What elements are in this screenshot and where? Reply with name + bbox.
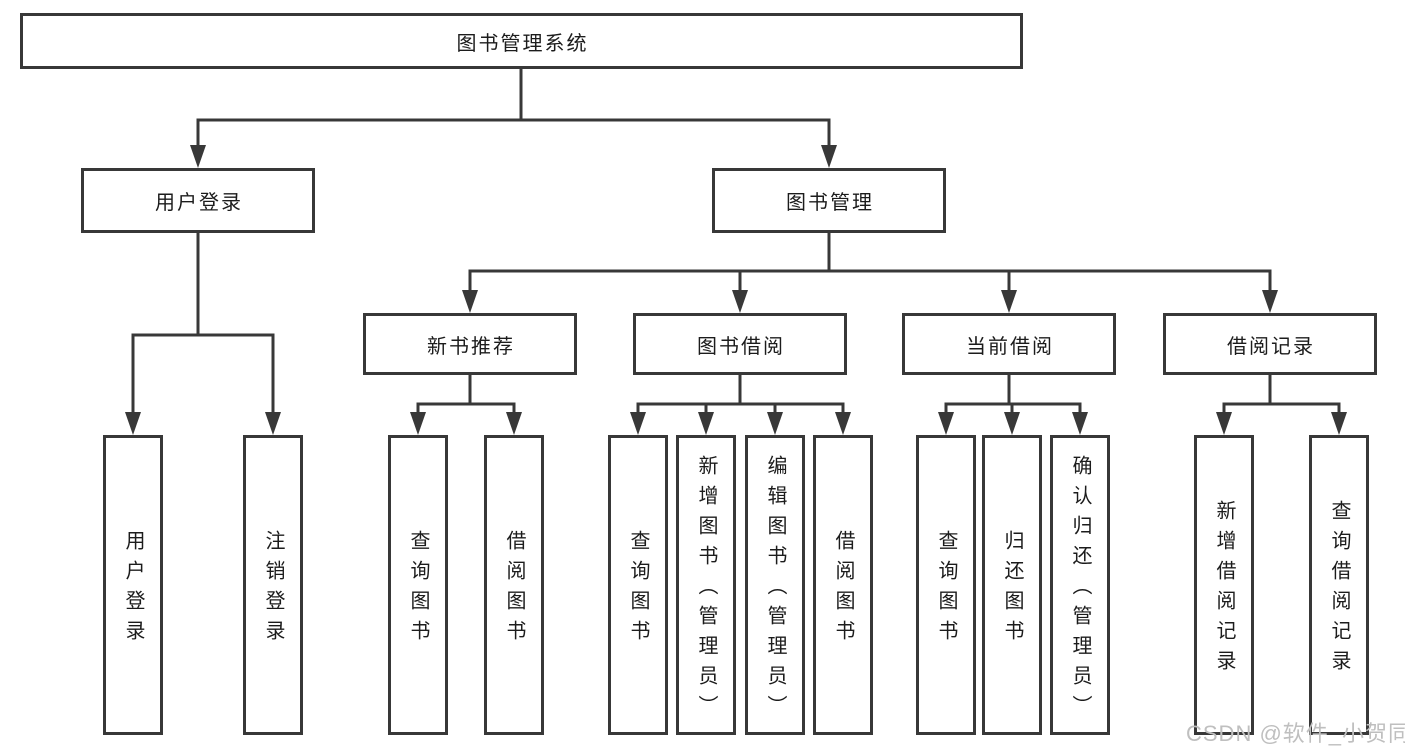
node-root: 图书管理系统 (20, 13, 1023, 69)
node-new-book-recommendation: 新书推荐 (363, 313, 577, 375)
leaf-bb-query-books-label: 查询图书 (627, 530, 649, 650)
leaf-nb-borrow-books-label: 借阅图书 (503, 530, 525, 650)
leaf-cb-return-books-label: 归还图书 (1001, 530, 1023, 650)
leaf-cb-confirm-return-admin-label: 确认归还（管理员） (1069, 455, 1091, 725)
leaf-user-login: 用户登录 (103, 435, 163, 735)
leaf-nb-borrow-books: 借阅图书 (484, 435, 544, 735)
leaf-bb-add-books-admin: 新增图书（管理员） (676, 435, 736, 735)
connector-book-borrowing (630, 375, 851, 435)
leaf-bb-borrow-books: 借阅图书 (813, 435, 873, 735)
node-user-login: 用户登录 (81, 168, 315, 233)
node-root-label: 图书管理系统 (456, 32, 589, 55)
node-current-borrowing-label: 当前借阅 (966, 335, 1054, 358)
connector-user-login (125, 233, 281, 435)
leaf-br-query-record: 查询借阅记录 (1309, 435, 1369, 735)
node-user-login-label: 用户登录 (155, 192, 243, 214)
node-book-borrowing: 图书借阅 (633, 313, 847, 375)
leaf-nb-query-books: 查询图书 (388, 435, 448, 735)
leaf-logout: 注销登录 (243, 435, 303, 735)
leaf-bb-add-books-admin-label: 新增图书（管理员） (695, 455, 717, 725)
node-book-management: 图书管理 (712, 168, 946, 233)
connector-new-book-recommendation (410, 375, 522, 435)
leaf-nb-query-books-label: 查询图书 (407, 530, 429, 650)
leaf-br-add-record-label: 新增借阅记录 (1213, 500, 1235, 680)
connector-root (190, 69, 837, 168)
node-borrowing-records-label: 借阅记录 (1227, 335, 1315, 358)
leaf-bb-edit-books-admin: 编辑图书（管理员） (745, 435, 805, 735)
leaf-bb-query-books: 查询图书 (608, 435, 668, 735)
connector-borrowing-records (1216, 375, 1347, 435)
csdn-watermark: CSDN @软件_小贺同学 (1186, 721, 1405, 746)
leaf-cb-return-books: 归还图书 (982, 435, 1042, 735)
leaf-br-query-record-label: 查询借阅记录 (1328, 500, 1350, 680)
leaf-cb-confirm-return-admin: 确认归还（管理员） (1050, 435, 1110, 735)
node-borrowing-records: 借阅记录 (1163, 313, 1377, 375)
leaf-bb-edit-books-admin-label: 编辑图书（管理员） (764, 455, 786, 725)
connector-book-management (462, 233, 1278, 313)
connector-current-borrowing (938, 375, 1088, 435)
leaf-cb-query-books: 查询图书 (916, 435, 976, 735)
leaf-logout-label: 注销登录 (262, 530, 284, 650)
leaf-user-login-label: 用户登录 (122, 530, 144, 650)
leaf-bb-borrow-books-label: 借阅图书 (832, 530, 854, 650)
node-new-book-recommendation-label: 新书推荐 (427, 335, 515, 358)
leaf-br-add-record: 新增借阅记录 (1194, 435, 1254, 735)
leaf-cb-query-books-label: 查询图书 (935, 530, 957, 650)
node-book-management-label: 图书管理 (786, 192, 874, 214)
node-book-borrowing-label: 图书借阅 (697, 335, 785, 358)
node-current-borrowing: 当前借阅 (902, 313, 1116, 375)
